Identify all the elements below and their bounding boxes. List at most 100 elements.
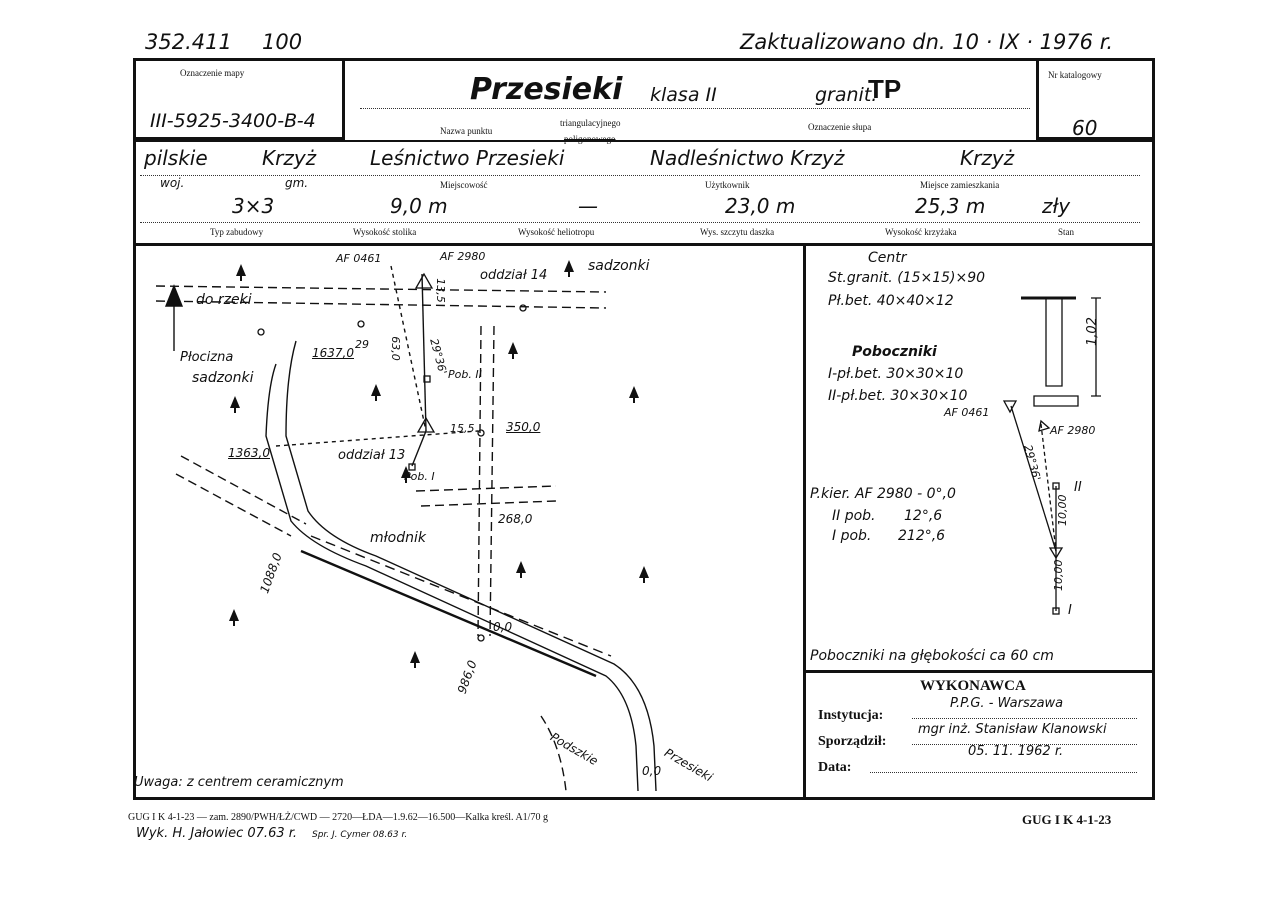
nursery-left: sadzonki (192, 370, 254, 386)
centre-af2980: AF 2980 (1050, 424, 1096, 437)
institution: P.P.G. - Warszawa (950, 696, 1064, 711)
dist-135: 13,5 (433, 278, 447, 303)
executor-title: WYKONAWCA (920, 678, 1026, 694)
build-type: 3×3 (232, 194, 275, 218)
heliotrope-height: — (578, 194, 598, 218)
point-type-1: triangulacyjnego (560, 118, 621, 128)
catalog-box (1036, 58, 1155, 140)
form-frame (133, 58, 1155, 800)
direction-label: P.kier. AF 2980 - 0°,0 (810, 486, 956, 502)
centre-line-2: Pł.bet. 40×40×12 (828, 293, 954, 309)
centre-af0461: AF 0461 (944, 406, 990, 419)
map-value: III-5925-3400-B-4 (150, 110, 316, 132)
dist-155: 15,5 (450, 422, 475, 435)
voivodeship: pilskie (144, 146, 208, 170)
centre-title: Centr (868, 250, 907, 266)
dist-00-a: 0,0 (493, 620, 513, 634)
compartment-13: oddział 13 (338, 448, 406, 463)
post-height: 1,02 (1085, 317, 1100, 346)
catalog-label: Nr katalogowy (1048, 70, 1102, 80)
sketch-divider (803, 243, 806, 800)
prepared-date: 05. 11. 1962 r. (968, 744, 1064, 759)
point-name-label: Nazwa punktu (440, 126, 493, 136)
point-type-2: poligonowego (564, 134, 616, 144)
ii-pob-value: 12°,6 (904, 508, 943, 524)
pob-title: Poboczniki (852, 344, 937, 360)
roman-2: II (1074, 480, 1082, 495)
dist-b: 10,00 (1056, 495, 1069, 527)
centre-diagram: 1,02 10,00 10,00 29°36' II I (1002, 296, 1101, 618)
young-forest: młodnik (370, 530, 426, 546)
type-label: Typ zabudowy (210, 227, 264, 237)
state: zły (1042, 194, 1071, 218)
sketch-note: Uwaga: z centrem ceramicznym (134, 775, 344, 790)
cross-label: Wysokość krzyżaka (885, 227, 957, 237)
made-by: Wyk. H. Jałowiec 07.63 r. (136, 826, 298, 841)
executor-divider (803, 670, 1155, 673)
compartment-14: oddział 14 (480, 268, 548, 283)
map-box (133, 58, 345, 140)
cross-height: 25,3 m (915, 194, 986, 218)
build-line (140, 222, 1140, 223)
centre-line-1: St.granit. (15×15)×90 (828, 270, 986, 286)
name-line (360, 108, 1030, 109)
place-label: Miejscowość (440, 180, 488, 190)
dist-350: 350,0 (506, 420, 541, 434)
table-label: Wysokość stolika (353, 227, 417, 237)
point-name: Przesieki (470, 72, 623, 107)
residence-label: Miejsce zamieszkania (920, 180, 1000, 190)
depth-note: Poboczniki na głębokości ca 60 cm (810, 648, 1054, 664)
date-label: Data: (818, 760, 852, 775)
class-text: klasa II (650, 84, 717, 106)
divider-2 (133, 243, 1155, 246)
print-line: GUG I K 4-1-23 — zam. 2890/PWH/ŁŻ/CWD — … (128, 812, 548, 823)
post-label: Oznaczenie słupa (808, 122, 872, 132)
catalog-value: 60 (1072, 116, 1098, 140)
state-label: Stan (1058, 227, 1075, 237)
i-pob-label: I pob. (832, 528, 872, 544)
sketch-af2980: AF 2980 (440, 250, 486, 263)
prepared-line (912, 744, 1137, 745)
user-label: Użytkownik (705, 180, 750, 190)
board-top: 23,0 m (725, 194, 796, 218)
nursery-top: sadzonki (588, 258, 650, 274)
dist-630: 63,0 (388, 336, 402, 361)
sketch-pob2: Pob. II (448, 368, 482, 381)
institution-line (912, 718, 1137, 719)
board-label: Wys. szczytu daszka (700, 227, 775, 237)
dist-1363: 1363,0 (228, 446, 270, 460)
dist-a: 10,00 (1052, 560, 1065, 592)
divider-1 (133, 140, 1155, 142)
granit-value: TP (868, 74, 902, 104)
catalog-ref: 352.411 (145, 30, 232, 54)
dist-00-b: 0,0 (642, 764, 662, 778)
institution-label: Instytucja: (818, 708, 884, 723)
dist-1637: 1637,0 (312, 346, 354, 360)
sketch-pob1: Pob. I (404, 470, 435, 483)
commune-label: gm. (285, 176, 309, 190)
dist-268: 268,0 (498, 512, 533, 526)
roman-1: I (1068, 603, 1072, 618)
residence: Krzyż (960, 146, 1015, 170)
table-height: 9,0 m (390, 194, 448, 218)
map-label: Oznaczenie mapy (180, 68, 245, 78)
location-sketch (155, 260, 657, 792)
to-river: do rzeki (196, 292, 252, 308)
dist-29: 29 (355, 338, 369, 351)
place: Leśnictwo Przesieki (370, 146, 565, 170)
granit-label: granit. (815, 84, 878, 106)
pob-line-2: II-pł.bet. 30×30×10 (828, 388, 968, 404)
i-pob-value: 212°,6 (898, 528, 946, 544)
prepared-label: Sporządził: (818, 734, 887, 749)
ii-pob-label: II pob. (832, 508, 876, 524)
checked-by: Spr. J. Cymer 08.63 r. (312, 830, 408, 840)
prepared-by: mgr inż. Stanisław Klanowski (918, 722, 1107, 737)
catalog-number: 100 (262, 30, 303, 54)
form-code: GUG I K 4-1-23 (1022, 812, 1112, 827)
update-note: Zaktualizowano dn. 10 · IX · 1976 r. (740, 30, 1114, 54)
ploughed-label: Płocizna (180, 350, 234, 365)
date-line (870, 772, 1137, 773)
commune: Krzyż (262, 146, 317, 170)
location-line (140, 175, 1140, 176)
voivodeship-label: woj. (160, 176, 185, 190)
